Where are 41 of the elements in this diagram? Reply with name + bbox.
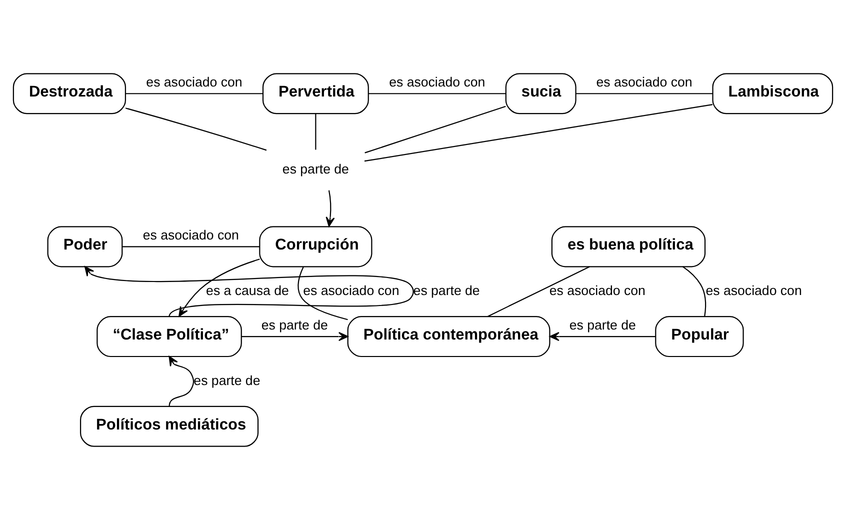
- edge-label: es asociado con: [146, 74, 242, 90]
- edge-label: es asociado con: [388, 74, 485, 90]
- edge-label: es asociado con: [596, 74, 692, 90]
- node-box: “Clase Política”: [96, 316, 242, 358]
- edge-label: es asociado con: [302, 283, 399, 298]
- edge-label: es parte de: [193, 372, 260, 388]
- arrow: [178, 258, 260, 317]
- arrow: [325, 190, 334, 227]
- connector: [297, 266, 348, 320]
- connector: [125, 93, 262, 94]
- edge-label: es parte de: [568, 317, 636, 332]
- connector: [314, 114, 316, 150]
- connector: [122, 246, 260, 248]
- node-box: Pervertida: [262, 73, 368, 114]
- arrow: [241, 332, 348, 342]
- node-box: Política contemporánea: [346, 316, 550, 358]
- edge-label: es a causa de: [206, 283, 288, 298]
- node-box: Lambiscona: [712, 73, 833, 114]
- node-box: Corrupción: [258, 226, 372, 268]
- arrow: [168, 356, 194, 406]
- edge-label: es parte de: [412, 283, 480, 298]
- arrow: [548, 332, 655, 342]
- connector: [364, 106, 506, 154]
- node-box: Poder: [46, 226, 122, 268]
- edge-label: es asociado con: [142, 228, 238, 243]
- edge-label: es parte de: [260, 317, 328, 332]
- node-box: Popular: [654, 316, 744, 358]
- connector: [124, 108, 266, 151]
- edge-label: es asociado con: [548, 283, 645, 298]
- node-box: Destrozada: [12, 73, 126, 114]
- connector: [368, 93, 506, 94]
- node-box: sucia: [504, 73, 576, 114]
- node-text: es parte de: [282, 162, 348, 177]
- edge-label: es asociado con: [705, 283, 802, 298]
- arrow: [84, 266, 414, 317]
- connector: [576, 93, 712, 94]
- node-box: es buena política: [550, 226, 706, 268]
- connector: [682, 266, 706, 316]
- connector: [364, 104, 712, 162]
- connector: [486, 266, 590, 317]
- node-box: Políticos mediáticos: [79, 406, 258, 447]
